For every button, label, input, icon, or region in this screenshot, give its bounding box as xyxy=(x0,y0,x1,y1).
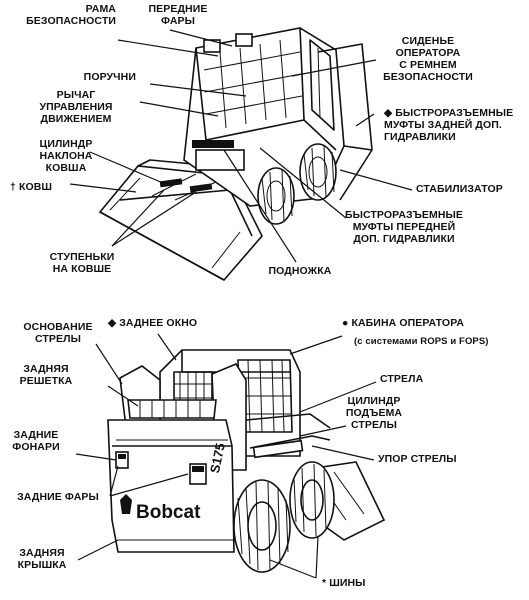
label-podema-line: СТРЕЛЫ xyxy=(351,419,397,431)
label-mufty-zad-line: МУФТЫ ЗАДНЕЙ ДОП. xyxy=(384,118,502,131)
rear-grille-drawing xyxy=(127,399,217,419)
label-rama-line: РАМА xyxy=(86,3,117,15)
label-cilindr-line: КОВША xyxy=(46,162,87,174)
label-kabina-sub-line: (с системами ROPS и FOPS) xyxy=(354,336,489,347)
label-shiny-line: * ШИНЫ xyxy=(322,577,366,589)
label-stabilizator: СТАБИЛИЗАТОР xyxy=(416,183,503,195)
label-fary-line: ПЕРЕДНИЕ xyxy=(149,3,208,15)
label-mufty-per-line: ДОП. ГИДРАВЛИКИ xyxy=(353,233,454,245)
label-cilindr-line: НАКЛОНА xyxy=(40,150,93,162)
label-kryshka-line: КРЫШКА xyxy=(18,559,67,571)
label-mufty-zad-line: ◆ БЫСТРОРАЗЪЕМНЫЕ xyxy=(383,107,513,119)
rear-wheels-drawing xyxy=(233,461,335,573)
rear-body-drawing: Bobcat S175 xyxy=(107,419,235,553)
rear-view-loader: Bobcat S175 xyxy=(107,349,386,573)
label-okno-line: ◆ ЗАДНЕЕ ОКНО xyxy=(107,317,197,329)
label-poruchni-line: ПОРУЧНИ xyxy=(84,71,136,83)
label-kryshka-line: ЗАДНЯЯ xyxy=(19,547,64,559)
label-rychag-line: ДВИЖЕНИЕМ xyxy=(41,113,112,125)
front-wheels-drawing xyxy=(257,143,337,225)
brand-logo: Bobcat xyxy=(136,502,201,523)
label-reshetka-line: ЗАДНЯЯ xyxy=(23,363,68,375)
label-strela-line: СТРЕЛА xyxy=(380,373,424,385)
label-zadnie-fary-line: ЗАДНИЕ ФАРЫ xyxy=(17,491,99,503)
label-reshetka-line: РЕШЕТКА xyxy=(20,375,73,387)
label-kabina-sub: (с системами ROPS и FOPS) xyxy=(354,336,489,347)
label-okno: ◆ ЗАДНЕЕ ОКНО xyxy=(107,317,197,329)
label-stupenki-line: СТУПЕНЬКИ xyxy=(50,251,115,263)
label-rychag-line: УПРАВЛЕНИЯ xyxy=(39,101,112,113)
bottom-leader-lines xyxy=(75,333,377,579)
label-podnozhka: ПОДНОЖКА xyxy=(269,265,332,277)
label-podema-line: ПОДЪЕМА xyxy=(346,407,403,419)
label-rama-line: БЕЗОПАСНОСТИ xyxy=(26,15,116,27)
model-number: S175 xyxy=(207,442,228,475)
label-fonari-line: ЗАДНИЕ xyxy=(14,429,59,441)
bucket-drawing xyxy=(98,159,263,282)
label-upor: УПОР СТРЕЛЫ xyxy=(378,453,457,465)
label-zadnie-fary: ЗАДНИЕ ФАРЫ xyxy=(17,491,99,503)
label-strela: СТРЕЛА xyxy=(380,373,424,385)
label-kovsh-line: † КОВШ xyxy=(10,181,52,193)
label-sidene-line: ОПЕРАТОРА xyxy=(396,47,461,59)
label-kovsh: † КОВШ xyxy=(10,181,52,193)
label-osnovanie-line: СТРЕЛЫ xyxy=(35,333,81,345)
label-poruchni: ПОРУЧНИ xyxy=(84,71,136,83)
label-fary-line: ФАРЫ xyxy=(161,15,195,27)
label-kabina: ● КАБИНА ОПЕРАТОРА xyxy=(342,317,464,329)
label-mufty-per-line: БЫСТРОРАЗЪЕМНЫЕ xyxy=(345,209,463,221)
label-podnozhka-line: ПОДНОЖКА xyxy=(269,265,332,277)
label-mufty-per-line: МУФТЫ ПЕРЕДНЕЙ xyxy=(353,220,456,233)
label-rychag-line: РЫЧАГ xyxy=(57,89,96,101)
label-kabina-line: ● КАБИНА ОПЕРАТОРА xyxy=(342,317,464,329)
label-osnovanie-line: ОСНОВАНИЕ xyxy=(23,321,92,333)
label-shiny: * ШИНЫ xyxy=(322,577,366,589)
label-stupenki-line: НА КОВШЕ xyxy=(53,263,112,275)
label-upor-line: УПОР СТРЕЛЫ xyxy=(378,453,457,465)
label-sidene-line: БЕЗОПАСНОСТИ xyxy=(383,71,473,83)
label-sidene-line: СИДЕНЬЕ xyxy=(402,35,454,47)
label-sidene-line: С РЕМНЕМ xyxy=(399,59,457,71)
label-fonari-line: ФОНАРИ xyxy=(12,441,59,453)
label-stabilizator-line: СТАБИЛИЗАТОР xyxy=(416,183,503,195)
label-cilindr-line: ЦИЛИНДР xyxy=(40,138,93,150)
front-view-loader xyxy=(98,27,373,282)
label-mufty-zad-line: ГИДРАВЛИКИ xyxy=(384,131,456,143)
label-podema-line: ЦИЛИНДР xyxy=(348,395,401,407)
top-leader-lines xyxy=(69,29,413,263)
